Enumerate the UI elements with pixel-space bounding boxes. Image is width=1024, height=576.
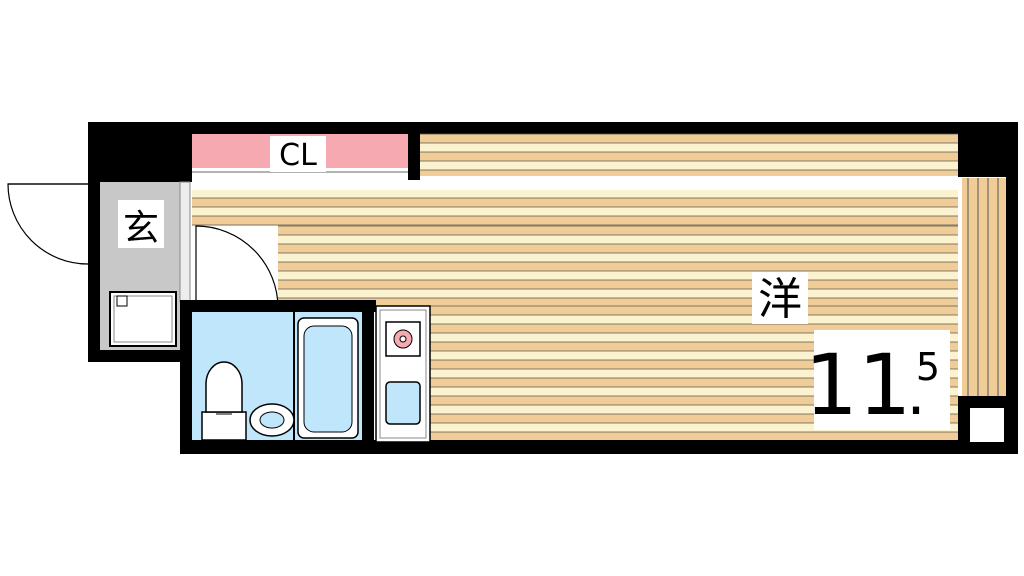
unit-bath [180,300,376,442]
toilet-icon [201,361,247,441]
entrance-label: 玄 [123,208,159,249]
area-separator: . [906,359,925,429]
closet: CL [192,134,420,180]
area-value-decimal: 5 [916,345,940,389]
area-value-whole: 11 [805,336,912,434]
balcony [958,178,1018,454]
exterior-walls [88,122,1018,454]
kitchen-sink-icon [385,381,421,425]
western-room-label: 洋 [758,274,802,325]
entrance: 玄 [100,181,191,350]
shoe-cabinet-icon [109,291,177,347]
bathtub-icon [297,317,359,439]
pipe-space [970,408,1004,442]
western-room-labels: 洋 11 . 5 [752,272,950,434]
front-door [7,183,89,265]
stove-burner-icon [385,321,421,357]
kitchen [375,305,431,443]
washbasin-icon [249,403,295,437]
closet-label: CL [279,138,317,173]
western-room-floor [192,133,958,440]
bathroom-door [195,225,279,309]
